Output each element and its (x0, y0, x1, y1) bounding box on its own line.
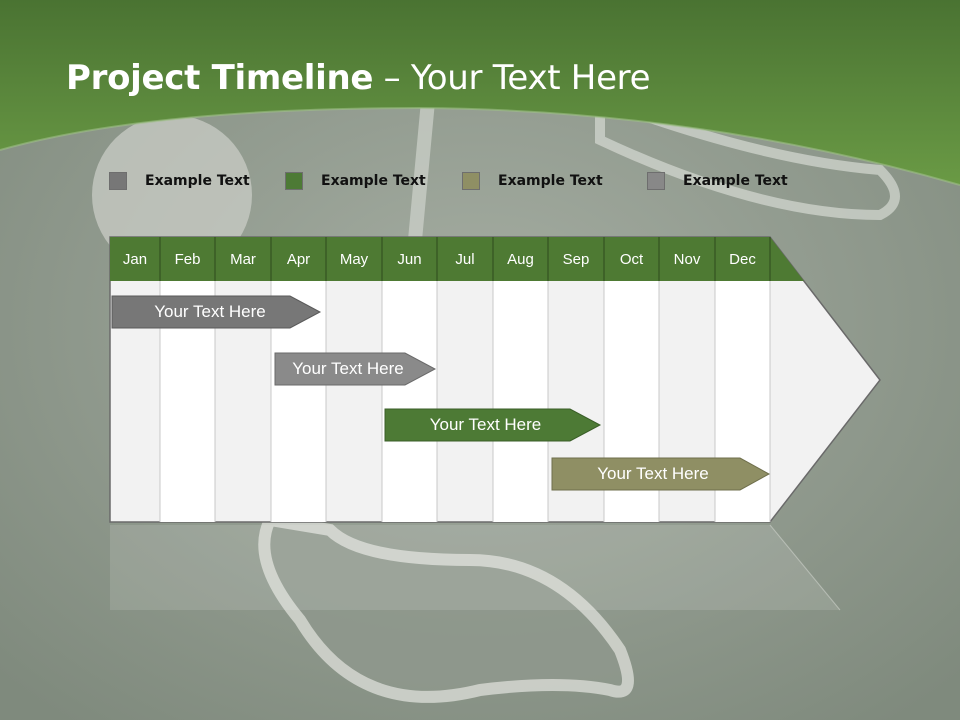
month-label: Aug (507, 250, 534, 268)
legend-swatch (647, 172, 665, 190)
task-bar (384, 408, 602, 442)
month-label: Mar (230, 250, 256, 268)
legend-item: Example Text (462, 171, 603, 191)
task-bar (551, 457, 771, 491)
timeline-reflection (110, 525, 840, 610)
legend-swatch (462, 172, 480, 190)
legend-item: Example Text (285, 171, 426, 191)
task-bar-label: Your Text Here (292, 359, 404, 378)
legend-label: Example Text (145, 173, 250, 189)
month-header-band (110, 237, 804, 281)
month-label: Jan (122, 250, 148, 268)
legend-label: Example Text (321, 173, 426, 189)
task-bar-label: Your Text Here (429, 415, 542, 434)
legend-swatch (285, 172, 303, 190)
title-rest: – Your Text Here (373, 58, 651, 98)
month-label: Feb (174, 250, 201, 268)
task-bar-label: Your Text Here (154, 302, 266, 321)
legend-item: Example Text (109, 171, 250, 191)
task-bar (274, 352, 437, 386)
month-label: Apr (286, 250, 311, 268)
month-label: Oct (619, 250, 644, 268)
legend-swatch (109, 172, 127, 190)
task-bar (111, 295, 322, 329)
month-label: Jul (455, 250, 475, 268)
month-label: Nov (673, 250, 701, 268)
legend-label: Example Text (498, 173, 603, 189)
legend-label: Example Text (683, 173, 788, 189)
legend-item: Example Text (647, 171, 788, 191)
month-label: Jun (397, 250, 422, 268)
month-label: Sep (562, 250, 590, 268)
month-label: May (339, 250, 369, 268)
task-bar-label: Your Text Here (597, 464, 709, 483)
month-label: Dec (729, 250, 756, 268)
title-bold: Project Timeline (66, 58, 374, 98)
slide-title: Project Timeline – Your Text Here (66, 58, 651, 98)
golf-ball-image (92, 115, 252, 275)
